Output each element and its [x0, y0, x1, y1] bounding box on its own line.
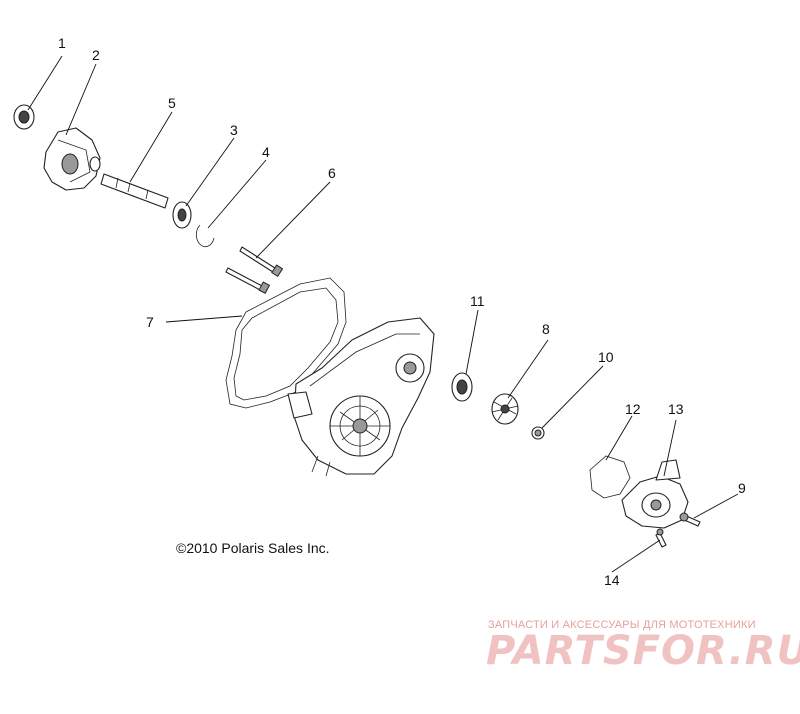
- part-14-bolt: [655, 528, 667, 548]
- callout-labels: 1 2 3 4 5 6 7 8 9 10 11 12 13 14: [58, 35, 746, 588]
- part-10-nut: [531, 426, 545, 440]
- callout-11: 11: [470, 293, 485, 309]
- part-3-bearing: [172, 201, 192, 229]
- leader-14: [611, 539, 661, 573]
- leader-7: [165, 315, 243, 323]
- callout-4: 4: [262, 144, 270, 160]
- part-9-bolt: [679, 512, 701, 527]
- callout-3: 3: [230, 122, 238, 138]
- leader-10: [541, 365, 604, 429]
- leader-13: [663, 419, 677, 477]
- part-2-pump-housing: [43, 127, 101, 191]
- leader-2: [65, 63, 97, 136]
- engine-cover: [287, 317, 435, 477]
- leader-8: [507, 339, 549, 399]
- watermark-logo: PARTSFOR.RU: [486, 628, 800, 674]
- part-1-seal: [13, 104, 35, 130]
- part-12-o-ring: [589, 455, 631, 499]
- callout-10: 10: [598, 349, 614, 365]
- callout-1: 1: [58, 35, 66, 51]
- callout-13: 13: [668, 401, 684, 417]
- leader-5: [129, 111, 173, 183]
- leader-9: [693, 493, 739, 519]
- callout-14: 14: [604, 572, 620, 588]
- callout-5: 5: [168, 95, 176, 111]
- part-13-pump-cover: [621, 459, 689, 529]
- leader-11: [465, 309, 479, 375]
- callout-8: 8: [542, 321, 550, 337]
- part-6-bolts: [225, 246, 284, 294]
- callout-7: 7: [146, 314, 154, 330]
- part-11-seal: [451, 372, 473, 402]
- callout-6: 6: [328, 165, 336, 181]
- leader-lines: [27, 55, 739, 573]
- part-5-shaft: [100, 173, 169, 209]
- leader-12: [605, 415, 633, 461]
- callout-2: 2: [92, 47, 100, 63]
- watermark-tagline: ЗАПЧАСТИ И АКСЕССУАРЫ ДЛЯ МОТОТЕХНИКИ: [488, 619, 756, 631]
- leader-1: [27, 55, 63, 111]
- part-4-snap-ring: [195, 224, 215, 247]
- leader-3: [185, 137, 235, 207]
- callout-12: 12: [625, 401, 641, 417]
- copyright-notice: ©2010 Polaris Sales Inc.: [176, 540, 330, 556]
- callout-9: 9: [738, 480, 746, 496]
- leader-4: [207, 159, 267, 229]
- part-8-impeller: [491, 393, 519, 425]
- leader-6: [255, 181, 331, 259]
